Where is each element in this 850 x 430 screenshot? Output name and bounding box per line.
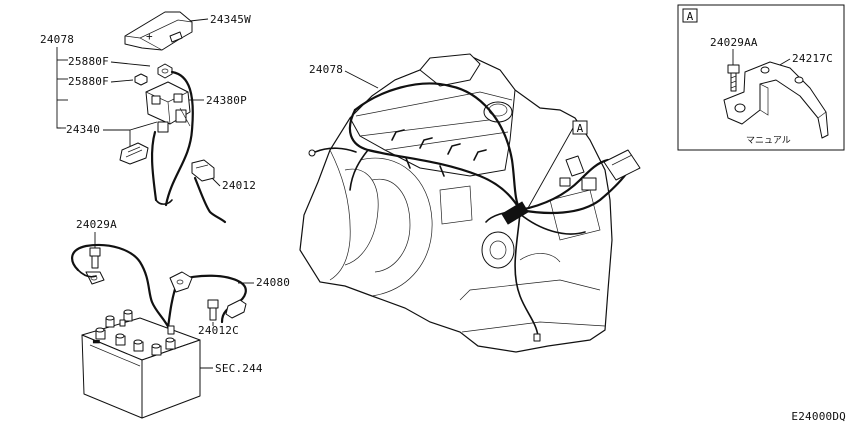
clip-24012 [191,159,215,182]
label-24345W: 24345W [210,13,251,26]
label-25880F-a: 25880F [68,55,109,68]
bolt-24029A [85,247,105,285]
engine-harness-24078 [308,82,641,342]
label-24029A: 24029A [76,218,117,231]
label-24380P: 24380P [206,94,247,107]
harness-connectors-right [559,149,641,191]
terminal-24080 [169,271,193,293]
inset-letter-box [682,8,698,23]
inset-detail-a: A 24029AA 24217C マニュアル [677,4,845,151]
label-24012C: 24012C [198,324,239,337]
nut-25880F-a [157,63,173,79]
label-24078-left: 24078 [40,33,74,46]
terminal-cover-24345W: + [124,11,193,51]
label-24340: 24340 [66,123,100,136]
bolt-24012C [207,299,219,321]
svg-text:+: + [146,30,153,43]
engine-assembly [299,53,613,353]
label-24012: 24012 [222,179,256,192]
diagram-code: E24000DQ [791,410,846,423]
label-24078-right: 24078 [309,63,343,76]
label-sec244: SEC.244 [215,362,263,375]
inset-letter: A [687,10,694,23]
nut-25880F-b [134,73,148,86]
bracket-24217C [723,61,829,139]
inset-note: マニュアル [746,136,791,146]
callout-a-letter: A [577,122,584,135]
battery-caps [95,309,176,356]
bolt-24029AA [727,64,740,92]
label-25880F-b: 25880F [68,75,109,88]
battery-sec244: ▬ [81,309,201,419]
svg-text:▬: ▬ [92,337,101,347]
connector-24340 [119,142,149,165]
label-24080: 24080 [256,276,290,289]
callout-a-box [572,120,588,135]
fusible-link-24380P [145,81,191,133]
label-24217C: 24217C [792,52,833,65]
terminal-24080-end [225,299,247,319]
label-24029AA: 24029AA [710,36,758,49]
